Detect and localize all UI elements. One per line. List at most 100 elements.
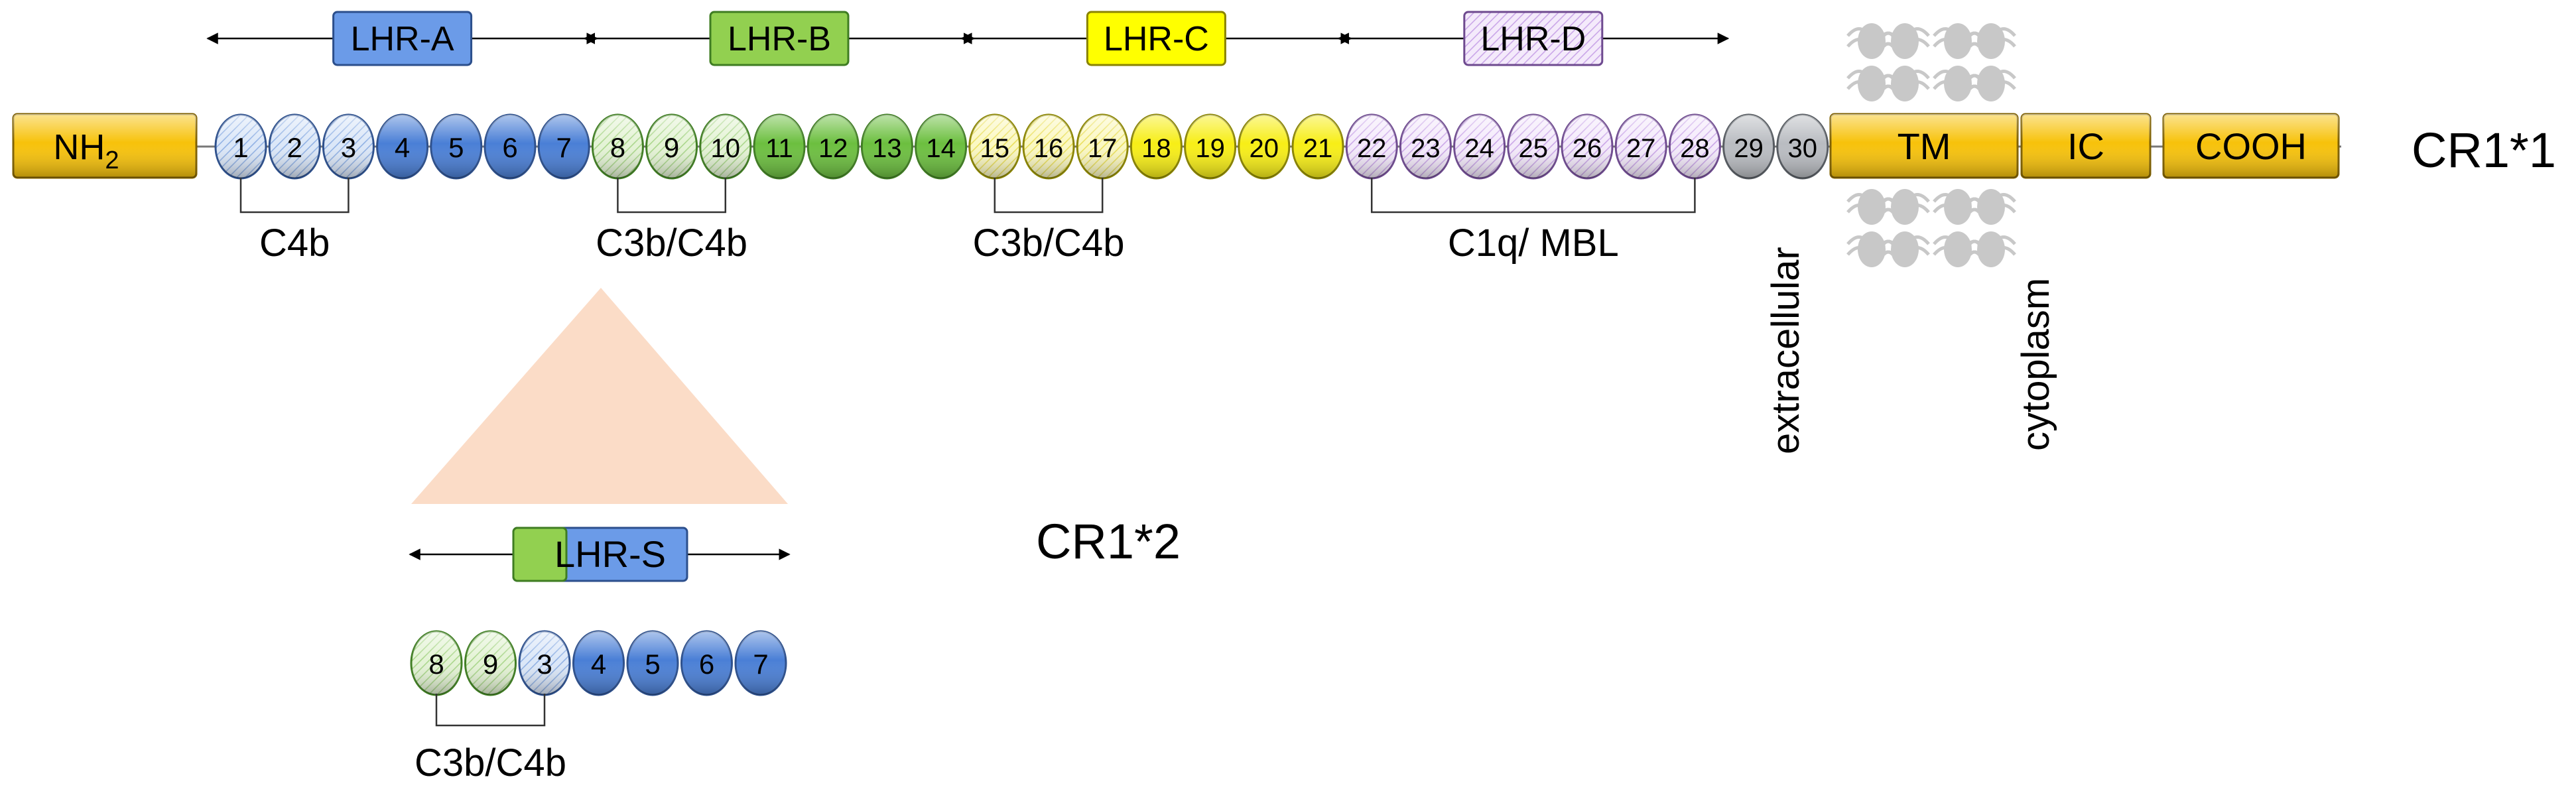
domain-number: 3	[341, 132, 356, 163]
block-shading	[1831, 114, 2018, 178]
domain-shading	[216, 115, 266, 178]
domain-12: 12	[806, 113, 860, 180]
domain-29: 29	[1722, 113, 1775, 180]
region-box	[1086, 11, 1226, 66]
domain-number: 24	[1464, 134, 1494, 163]
domain-number: 21	[1303, 134, 1333, 163]
binding-site-bracket	[617, 178, 727, 214]
domain-18: 18	[1129, 113, 1183, 180]
domain-shading	[1454, 115, 1505, 178]
domain-number: 15	[980, 134, 1010, 163]
domain-number: 11	[765, 134, 793, 163]
domain-21: 21	[1291, 113, 1344, 180]
lipid	[1933, 231, 2005, 267]
binding-site-label: C3b/C4b	[415, 741, 566, 784]
domain-shading	[1616, 115, 1667, 178]
domain-shading	[1023, 115, 1074, 178]
lipid	[1846, 23, 1919, 59]
domain-number: 14	[926, 134, 956, 163]
domain-shading	[430, 115, 482, 178]
lipid-tail	[1933, 38, 1980, 51]
binding-site-bracket	[239, 178, 350, 214]
variant-2-binding-sites: C3b/C4b	[415, 694, 566, 784]
domain-13: 13	[860, 113, 913, 180]
lipid-tail	[1846, 27, 1894, 40]
block-label: IC	[2067, 125, 2104, 167]
domain-shading	[269, 115, 320, 178]
domain-number: 6	[502, 132, 517, 163]
domain-6: 6	[680, 630, 733, 696]
domain-24: 24	[1453, 113, 1506, 180]
region-lhr-c: LHR-C	[960, 11, 1352, 66]
block-label: TM	[1898, 125, 1951, 167]
binding-site: C3b/C4b	[415, 694, 566, 784]
domain-number: 4	[591, 649, 606, 680]
lipid-head	[1977, 23, 2005, 59]
lipid-head	[1977, 189, 2005, 225]
lipid-head	[1891, 231, 1919, 267]
binding-site: C3b/C4b	[973, 178, 1124, 265]
domain-9: 9	[645, 113, 698, 180]
region-label: LHR-B	[728, 20, 831, 58]
block-shading	[2022, 114, 2150, 178]
lipid	[1933, 23, 2005, 59]
binding-site-label: C3b/C4b	[596, 221, 747, 265]
lipid	[1933, 189, 2005, 225]
domain-number: 5	[645, 649, 660, 680]
domain-25: 25	[1507, 113, 1560, 180]
region-label: LHR-C	[1104, 20, 1209, 58]
domain-number: 10	[711, 134, 741, 163]
domain-5: 5	[430, 113, 483, 180]
domain-17: 17	[1076, 113, 1129, 180]
domain-2: 2	[268, 113, 321, 180]
domain-27: 27	[1614, 113, 1667, 180]
domain-number: 29	[1734, 134, 1764, 163]
domain-23: 23	[1399, 113, 1452, 180]
lipid-head	[1977, 231, 2005, 267]
domain-26: 26	[1561, 113, 1614, 180]
domain-6: 6	[483, 113, 537, 180]
domain-19: 19	[1184, 113, 1237, 180]
block-cooh: COOH	[2162, 113, 2340, 179]
domain-number: 16	[1034, 134, 1064, 163]
domain-number: 5	[448, 132, 464, 163]
domain-number: 12	[818, 134, 848, 163]
binding-site: C4b	[239, 178, 350, 265]
domain-11: 11	[753, 113, 806, 180]
lipid-tail	[1933, 70, 1980, 83]
binding-site-bracket	[1370, 178, 1696, 214]
domain-shading	[1400, 115, 1451, 178]
lipid-tail	[1846, 204, 1894, 217]
domain-number: 20	[1250, 134, 1279, 163]
region-lhr-d: LHR-D	[1337, 11, 1730, 66]
nh2-label: NH2	[53, 127, 119, 174]
region-lhr-a: LHR-A	[206, 11, 598, 66]
block-ic: IC	[2020, 113, 2152, 179]
domain-number: 13	[872, 134, 902, 163]
domain-number: 6	[699, 649, 714, 680]
region-box	[1463, 11, 1604, 66]
lipid-tail	[1933, 204, 1980, 217]
domain-shading	[1077, 115, 1128, 178]
region-lhr-b: LHR-B	[583, 11, 976, 66]
domain-number: 1	[233, 132, 248, 163]
domain-number: 3	[537, 649, 552, 680]
domain-shading	[1723, 115, 1774, 178]
domain-shading	[1508, 115, 1559, 178]
domain-shading	[465, 631, 516, 695]
domain-15: 15	[968, 113, 1021, 180]
lipid-tail	[1933, 27, 1980, 40]
lipid-tail	[1846, 38, 1894, 51]
lipid-tail	[1846, 80, 1894, 94]
domain-shading	[1293, 115, 1343, 178]
domain-4: 4	[572, 630, 625, 696]
domain-5: 5	[626, 630, 679, 696]
domain-number: 7	[556, 132, 572, 163]
domain-number: 22	[1357, 134, 1387, 163]
variant-1-label: CR1*1	[2412, 123, 2556, 178]
variant-1-terminal-blocks: TM IC COOH	[1829, 113, 2340, 179]
block-label: COOH	[2195, 125, 2307, 167]
